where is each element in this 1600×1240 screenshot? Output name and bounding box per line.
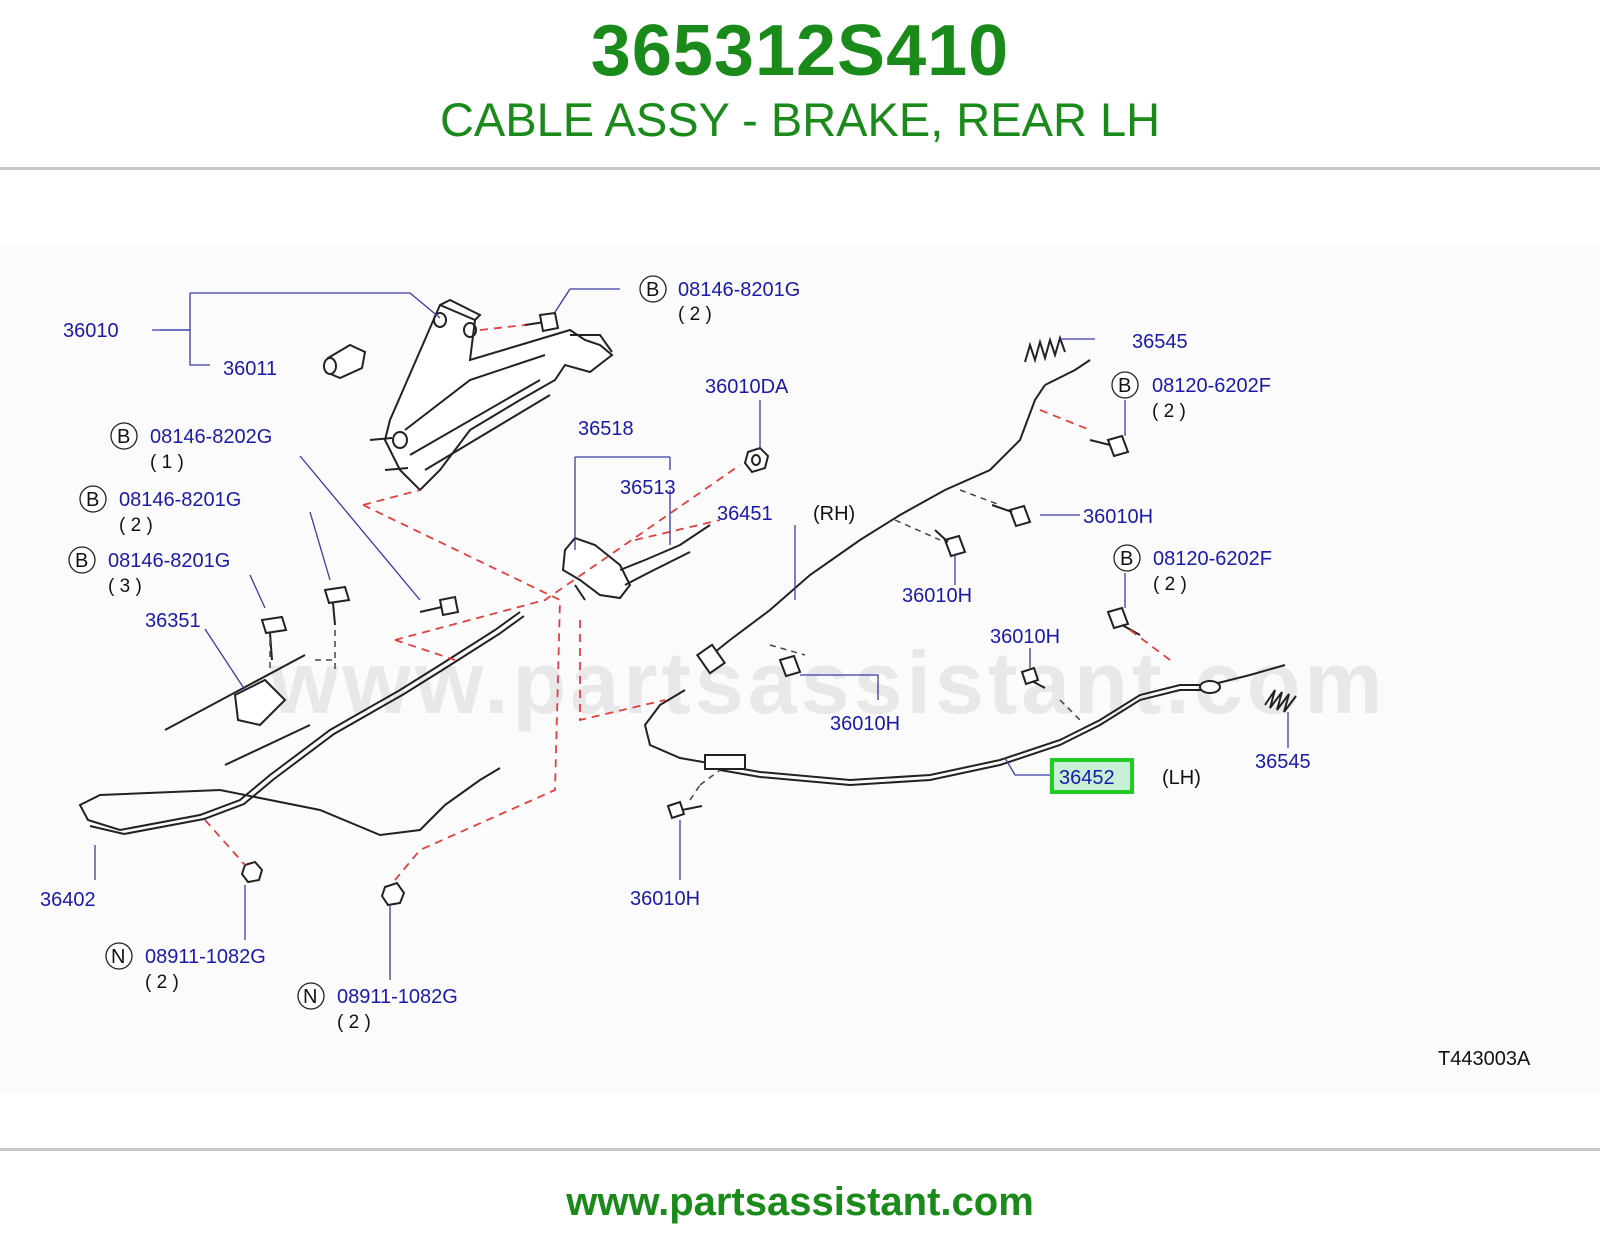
- rh-cable-36451: [695, 359, 1091, 675]
- label-36010h-d: 36010H: [830, 713, 900, 735]
- label-36452: 36452: [1059, 767, 1115, 789]
- prefix-b: B: [75, 550, 88, 572]
- prefix-b: B: [1118, 375, 1131, 397]
- label-36011: 36011: [223, 358, 277, 380]
- b-circle: [1113, 544, 1141, 572]
- qty-08120-6202f-top: ( 2 ): [1152, 401, 1186, 422]
- n-circle: [297, 982, 325, 1010]
- pedal-assembly: [369, 298, 614, 492]
- leader-lines: [94, 288, 1289, 980]
- bolts-right: [666, 434, 1141, 820]
- dashed-guides: [204, 324, 1171, 881]
- prefix-n: N: [111, 946, 125, 968]
- lever-assembly: [561, 524, 711, 601]
- qty-08120-6202f-mid: ( 2 ): [1153, 574, 1187, 595]
- footer-url[interactable]: www.partsassistant.com: [566, 1180, 1034, 1224]
- top-divider: [0, 167, 1600, 170]
- watermark: www.partsassistant.com: [269, 633, 1387, 732]
- figure-code: T443003A: [1438, 1048, 1531, 1070]
- qty-08146-8201g-low: ( 3 ): [108, 576, 142, 597]
- part-number: 365312S410: [590, 11, 1010, 91]
- label-36451: 36451: [717, 503, 773, 525]
- label-36545-top: 36545: [1132, 331, 1188, 353]
- prefix-b: B: [646, 279, 659, 301]
- label-36010: 36010: [63, 320, 119, 342]
- highlight-box: [1050, 758, 1134, 794]
- prefix-b: B: [1120, 548, 1133, 570]
- label-lh: (LH): [1162, 767, 1201, 789]
- b-circle: [79, 485, 107, 513]
- nut-36010da: [743, 446, 770, 474]
- gray-dashed-guides: [269, 489, 1081, 801]
- label-36010h-b: 36010H: [902, 585, 972, 607]
- label-36010da: 36010DA: [705, 376, 789, 398]
- nuts-n: [240, 860, 406, 907]
- bushing-36011: [323, 343, 367, 380]
- spring-36545-top: [1024, 334, 1066, 364]
- label-08911-1082g-a: 08911-1082G: [145, 946, 266, 968]
- qty-08146-8201g-top: ( 2 ): [678, 304, 712, 325]
- label-08146-8201g-top: 08146-8201G: [678, 279, 800, 301]
- labels: 36010 36011 B 08146-8201G ( 2 ) B 08146-…: [40, 275, 1531, 1070]
- label-08911-1082g-b: 08911-1082G: [337, 986, 458, 1008]
- prefix-b: B: [117, 426, 130, 448]
- label-08146-8202g: 08146-8202G: [150, 426, 272, 448]
- bracket-36351: [164, 654, 311, 766]
- qty-08146-8202g: ( 1 ): [150, 452, 184, 473]
- label-08146-8201g-mid: 08146-8201G: [119, 489, 241, 511]
- bolt-08146-8201g-top: [524, 311, 560, 333]
- header: 365312S410 CABLE ASSY - BRAKE, REAR LH: [0, 0, 1600, 168]
- label-36518: 36518: [578, 418, 634, 440]
- b-circle: [110, 422, 138, 450]
- label-08120-6202f-mid: 08120-6202F: [1153, 548, 1272, 570]
- bottom-divider: [0, 1148, 1600, 1151]
- b-circle: [68, 546, 96, 574]
- label-36010h-a: 36010H: [1083, 506, 1153, 528]
- label-36545-bottom: 36545: [1255, 751, 1311, 773]
- label-36402: 36402: [40, 889, 96, 911]
- label-36010h-e: 36010H: [630, 888, 700, 910]
- b-circle: [1111, 371, 1139, 399]
- b-circle: [639, 275, 667, 303]
- parts-diagram: www.partsassistant.com: [0, 245, 1600, 1095]
- diagram-svg: www.partsassistant.com: [40, 275, 1531, 1070]
- label-08120-6202f-top: 08120-6202F: [1152, 375, 1271, 397]
- qty-08911-1082g-a: ( 2 ): [145, 972, 179, 993]
- part-description: CABLE ASSY - BRAKE, REAR LH: [439, 93, 1161, 146]
- lh-cable-36452: [643, 664, 1286, 787]
- label-36351: 36351: [145, 610, 201, 632]
- front-cable-36402: [78, 611, 525, 837]
- prefix-n: N: [303, 986, 317, 1008]
- label-08146-8201g-low: 08146-8201G: [108, 550, 230, 572]
- label-rh: (RH): [813, 503, 855, 525]
- spring-36545-bottom: [1264, 689, 1297, 713]
- label-36513: 36513: [620, 477, 676, 499]
- qty-08911-1082g-b: ( 2 ): [337, 1012, 371, 1033]
- label-36010h-c: 36010H: [990, 626, 1060, 648]
- n-circle: [105, 942, 133, 970]
- prefix-b: B: [86, 489, 99, 511]
- bolts-left: [260, 585, 460, 661]
- qty-08146-8201g-mid: ( 2 ): [119, 515, 153, 536]
